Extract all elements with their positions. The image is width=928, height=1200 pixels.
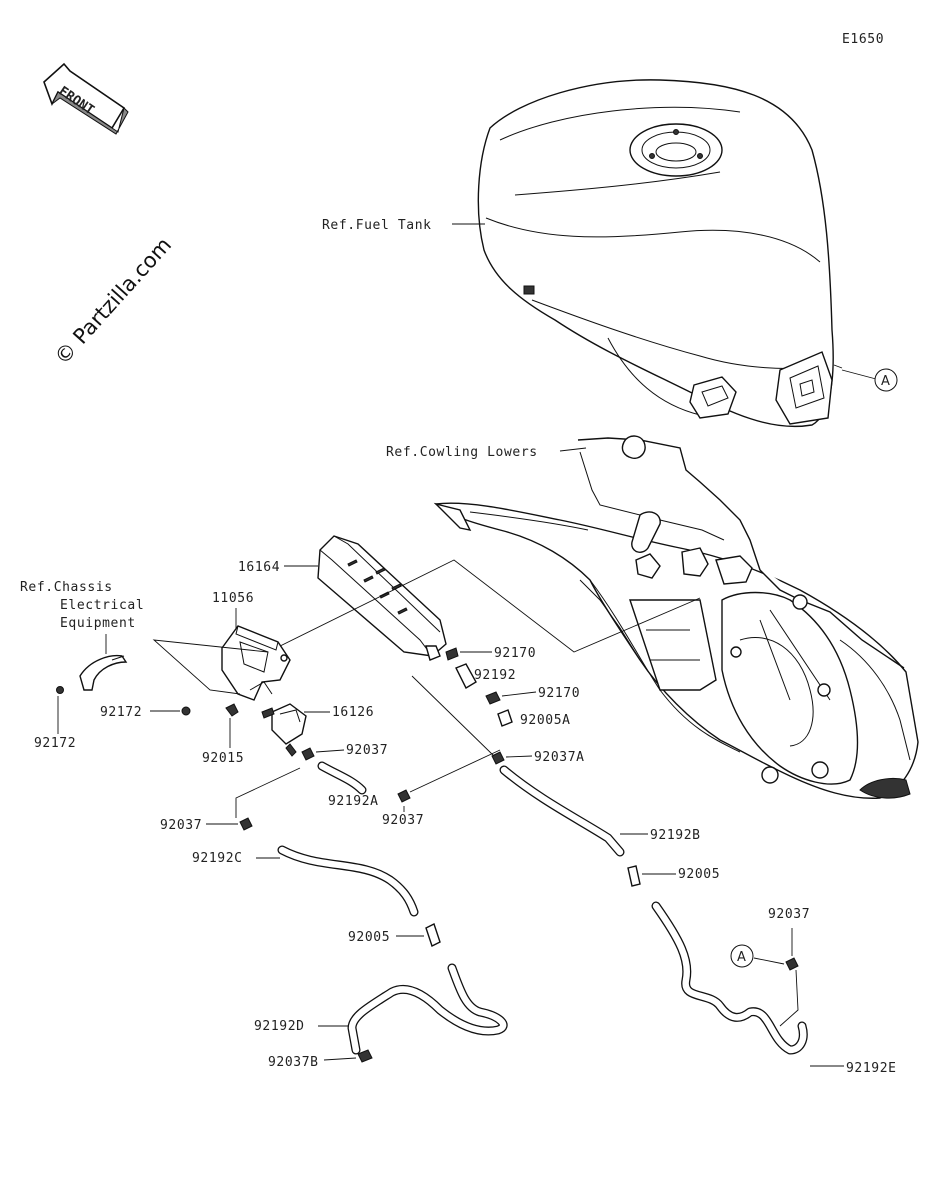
part-label-92015: 92015 (202, 751, 244, 766)
hose-92192D (347, 963, 508, 1055)
ref-chassis-line2: Electrical (60, 598, 144, 613)
part-label-92037A: 92037A (534, 750, 585, 765)
ref-chassis-line3: Equipment (60, 616, 136, 631)
fitting-92005-left (425, 923, 441, 947)
clip-92037A (491, 751, 505, 765)
hose-92192B (499, 765, 625, 857)
part-label-92005A: 92005A (520, 713, 571, 728)
clip-92037B (357, 1049, 373, 1063)
part-label-92192E: 92192E (846, 1061, 897, 1076)
svg-text:A: A (881, 374, 890, 389)
clamp-92170-top (445, 647, 459, 661)
part-label-92192D: 92192D (254, 1019, 305, 1034)
valve-16126 (261, 703, 307, 757)
fitting-92005A (497, 709, 513, 727)
diagram-code: E1650 (842, 32, 884, 47)
hose-92192C (277, 845, 419, 917)
part-label-11056: 11056 (212, 591, 254, 606)
part-label-92170-top: 92170 (494, 646, 536, 661)
clip-92037-low (397, 789, 411, 803)
clamp-92170-low (485, 691, 501, 705)
fuel-tank (477, 79, 843, 428)
clip-92037-right (785, 957, 799, 971)
hose-92192A (317, 761, 367, 795)
part-label-92192: 92192 (474, 668, 516, 683)
ref-cowling-lowers-label: Ref.Cowling Lowers (386, 445, 538, 460)
part-label-92005-right: 92005 (678, 867, 720, 882)
part-label-16126: 16126 (332, 705, 374, 720)
part-label-92192A: 92192A (328, 794, 379, 809)
bracket-11056 (221, 625, 291, 701)
ref-cowling-leader (559, 447, 587, 452)
hose-92192E (651, 901, 808, 1055)
part-label-92192B: 92192B (650, 828, 701, 843)
cowling-lowers (433, 435, 919, 799)
part-label-92192C: 92192C (192, 851, 243, 866)
svg-text:A: A (737, 950, 746, 965)
part-label-92037-right: 92037 (768, 907, 810, 922)
part-label-92172-center: 92172 (100, 705, 142, 720)
ref-fuel-tank-label: Ref.Fuel Tank (322, 218, 432, 233)
part-label-92037-left: 92037 (160, 818, 202, 833)
part-label-16164: 16164 (238, 560, 280, 575)
part-label-92037B: 92037B (268, 1055, 319, 1070)
marker-a-top: A (841, 368, 898, 392)
part-label-92037-low: 92037 (382, 813, 424, 828)
part-label-92170-low: 92170 (538, 686, 580, 701)
hose-92192 (455, 663, 477, 689)
marker-a-bottom: A (730, 944, 785, 968)
front-arrow-icon: FRONT (43, 62, 129, 135)
part-label-92005-left: 92005 (348, 930, 390, 945)
nut-92015 (225, 703, 239, 717)
part-label-92037-mid: 92037 (346, 743, 388, 758)
clip-92037-mid (301, 747, 315, 761)
part-label-92172-left: 92172 (34, 736, 76, 751)
clip-92037-left (239, 817, 253, 831)
ref-chassis-line1: Ref.Chassis (20, 580, 113, 595)
bolt-92172 (181, 706, 191, 716)
canister-16164 (317, 535, 447, 661)
watermark: © Partzilla.com (50, 233, 176, 369)
chassis-clamp (56, 654, 128, 694)
fitting-92005-right (627, 865, 641, 887)
